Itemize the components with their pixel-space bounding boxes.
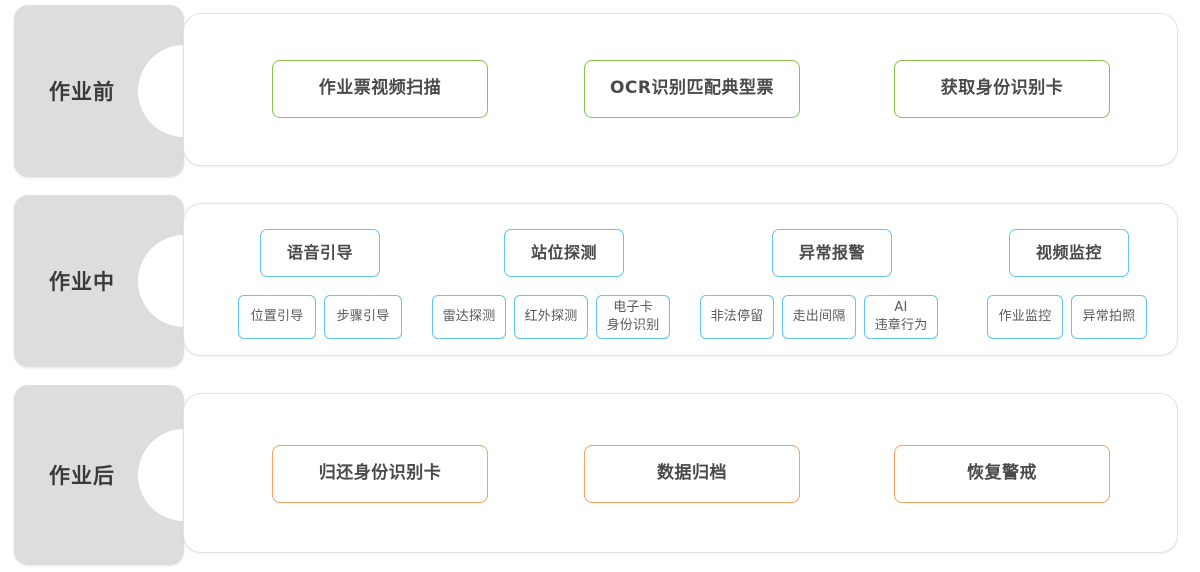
node-label-stack: AI 违章行为 — [875, 299, 928, 334]
phase-row-before: 作业前 作业票视频扫描 OCR识别匹配典型票 获取身份识别卡 — [0, 5, 1200, 177]
node-during-2-1[interactable]: 走出间隔 — [782, 295, 856, 339]
phase-label-during: 作业中 — [49, 270, 115, 294]
node-during-2-0[interactable]: 非法停留 — [700, 295, 774, 339]
node-during-0-1[interactable]: 步骤引导 — [324, 295, 402, 339]
phase-panel-during: 语音引导 位置引导 步骤引导 站位探测 雷达探测 红外探测 电子卡 身份识别 — [183, 203, 1178, 356]
node-label-line2: 违章行为 — [874, 318, 928, 333]
node-label-line1: 非法停留 — [710, 308, 764, 324]
node-before-2[interactable]: 获取身份识别卡 — [894, 60, 1110, 118]
node-during-3-1[interactable]: 异常拍照 — [1071, 295, 1147, 339]
node-before-1[interactable]: OCR识别匹配典型票 — [584, 60, 800, 118]
node-label-line1: 雷达探测 — [442, 308, 496, 324]
node-after-2[interactable]: 恢复警戒 — [894, 445, 1110, 503]
phase-row-during: 作业中 语音引导 位置引导 步骤引导 站位探测 雷达探测 红外探测 电子卡 — [0, 195, 1200, 367]
node-label-line1: 步骤引导 — [336, 308, 390, 324]
node-during-1-0[interactable]: 雷达探测 — [432, 295, 506, 339]
node-during-2-2[interactable]: AI 违章行为 — [864, 295, 938, 339]
node-label-line2: 身份识别 — [606, 318, 660, 333]
node-after-1[interactable]: 数据归档 — [584, 445, 800, 503]
phase-tab-before: 作业前 — [14, 5, 230, 177]
node-during-0-0[interactable]: 位置引导 — [238, 295, 316, 339]
phase-tab-during: 作业中 — [14, 195, 230, 367]
node-label-line1: 电子卡 — [613, 300, 653, 316]
phase-label-after: 作业后 — [49, 464, 115, 488]
node-label-line1: 红外探测 — [524, 308, 578, 324]
node-label-line1: 位置引导 — [250, 308, 304, 324]
node-after-0[interactable]: 归还身份识别卡 — [272, 445, 488, 503]
phase-tab-after: 作业后 — [14, 385, 230, 565]
phase-panel-before: 作业票视频扫描 OCR识别匹配典型票 获取身份识别卡 — [183, 13, 1178, 166]
node-during-1-2[interactable]: 电子卡 身份识别 — [596, 295, 670, 339]
node-label-line1: 走出间隔 — [792, 308, 846, 324]
node-label-stack: 电子卡 身份识别 — [607, 299, 660, 334]
node-label-line1: 作业监控 — [998, 308, 1052, 324]
phase-label-before: 作业前 — [49, 80, 115, 104]
node-during-1-1[interactable]: 红外探测 — [514, 295, 588, 339]
node-before-0[interactable]: 作业票视频扫描 — [272, 60, 488, 118]
node-label-line1: AI — [894, 300, 908, 316]
node-during-3-0[interactable]: 作业监控 — [987, 295, 1063, 339]
phase-panel-after: 归还身份识别卡 数据归档 恢复警戒 — [183, 393, 1178, 553]
group-during-3-header[interactable]: 视频监控 — [1009, 229, 1129, 277]
node-label-line1: 异常拍照 — [1082, 308, 1136, 324]
group-during-1-header[interactable]: 站位探测 — [504, 229, 624, 277]
phase-row-after: 作业后 归还身份识别卡 数据归档 恢复警戒 — [0, 385, 1200, 565]
group-during-2-header[interactable]: 异常报警 — [772, 229, 892, 277]
group-during-0-header[interactable]: 语音引导 — [260, 229, 380, 277]
